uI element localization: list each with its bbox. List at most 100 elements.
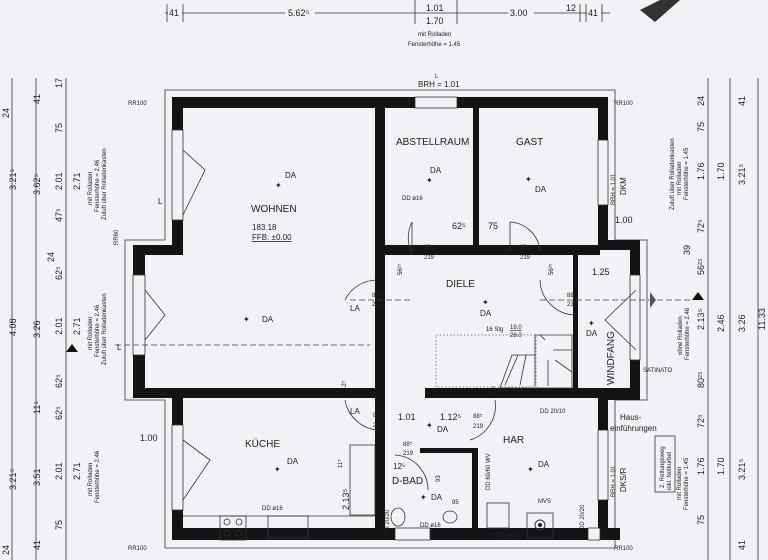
right-dim: 3.21⁵: [737, 163, 747, 185]
right-dimension-chains: 24 75 1.76 72⁵ 39 56²⁵ 2.13⁵ 80²⁵ 72⁵ 1.…: [654, 78, 767, 560]
floor-drain-label: DD ø16: [420, 523, 441, 529]
window-note: mit Rolladen: [677, 162, 683, 195]
interior-dim: 11⁵: [337, 459, 344, 468]
door-width: 88⁵: [424, 244, 434, 251]
outlet-icon: ✦: [243, 315, 250, 324]
duct-label: DD 20/20: [580, 504, 586, 530]
left-dim: 2.01: [54, 317, 64, 335]
duct-label: DD 20/10: [540, 409, 566, 415]
stair-rise: 19.0: [510, 325, 522, 331]
door-height: 219: [567, 302, 578, 308]
interior-dim: 12⁵: [393, 462, 405, 471]
top-dim: 5.62⁵: [288, 8, 310, 18]
left-dim: 75: [54, 520, 64, 530]
right-dim: 1.76: [696, 162, 706, 180]
outlet-icon: ✦: [525, 175, 532, 184]
outlet-icon: ✦: [482, 298, 489, 307]
da-label: DA: [538, 460, 550, 469]
rr-label: RR60: [114, 229, 120, 245]
left-dim: 3.21⁵: [8, 168, 18, 190]
door-height: 219: [373, 423, 384, 429]
outlet-icon: ✦: [275, 181, 282, 190]
interior-dim: 1.12⁵: [440, 412, 462, 422]
tank-icon: [486, 502, 510, 529]
window-type: DKM: [619, 177, 628, 195]
stove-icon: [219, 515, 247, 541]
right-dim: 24: [696, 96, 706, 106]
interior-dim: 95: [452, 500, 459, 506]
section-marker-icon: [66, 344, 78, 352]
left-dim: 3.26: [32, 320, 42, 338]
left-dim: 24: [46, 252, 56, 262]
window-note: Fensterhöhe = 2.46: [95, 450, 101, 503]
right-dim: 72⁵: [696, 414, 706, 428]
right-dim: 1.70: [716, 162, 726, 180]
windows: [132, 96, 641, 541]
window-dim: 2.71: [72, 462, 82, 480]
door-height: 219: [424, 255, 435, 261]
window-note: mit Rolladen: [677, 467, 683, 500]
interior-dim: 56²⁵: [397, 263, 404, 275]
left-dim: 11⁵: [32, 401, 42, 414]
right-dim: 80²⁵: [696, 371, 706, 388]
window-note: Fensterhöhe = 1.45: [408, 42, 461, 48]
outlet-icon: ✦: [426, 176, 433, 185]
left-dim: 3.51: [32, 468, 42, 486]
ceiling-outlets: DA✦ DA✦ DA✦ DA✦ DA✦ DA✦ DA✦ DA✦ DA✦ DA✦ …: [117, 166, 598, 502]
left-dim: 3.62⁵: [32, 173, 42, 195]
room-abstellraum: ABSTELLRAUM: [396, 137, 469, 148]
toilet-icon: [442, 510, 458, 524]
door-width: 88⁵: [403, 441, 413, 448]
door-height: 219: [403, 451, 414, 457]
brh-label: L: [435, 74, 439, 80]
room-diele: DIELE: [446, 279, 475, 290]
floor-drain-label: DD ø16: [262, 506, 283, 512]
utility-entry-label: einführungen: [610, 424, 657, 433]
door-width: 88⁵: [473, 413, 483, 420]
la-label: LA: [350, 304, 360, 313]
interior-dim: 2.13⁵: [341, 488, 351, 510]
room-dbad: D-BAD: [392, 476, 423, 487]
walls: [133, 97, 640, 540]
da-label: DA: [285, 171, 297, 180]
level-ffb: FFB: ±0.00: [252, 233, 292, 242]
interior-dim: 1.00: [615, 215, 633, 225]
interior-dim: 12⁵: [491, 385, 498, 395]
l-label: L: [158, 197, 163, 206]
window-note: mit Rolladen: [88, 463, 94, 496]
interior-dim: 1.01: [398, 412, 416, 422]
entrance-arrow-icon: [650, 292, 656, 308]
window-note: Fensterhöhe = 2.46: [685, 307, 691, 360]
da-label: DA: [535, 185, 547, 194]
duct-label: DD 40/10: [497, 533, 523, 539]
outlet-icon: ✦: [274, 465, 281, 474]
utility-entry-label: Haus-: [620, 413, 642, 422]
interior-dim: 56²⁵: [548, 263, 555, 275]
brh-label: BRH = 1.01: [418, 80, 460, 89]
washing-machine-icon: [526, 512, 554, 539]
outlet-icon: ✦: [426, 421, 433, 430]
left-dim: 24: [1, 108, 11, 118]
washbasin-icon: [390, 507, 406, 527]
right-dim: 56²⁵: [696, 258, 706, 275]
left-dim: 2.01: [54, 172, 64, 190]
left-dim: 17: [54, 78, 64, 88]
glass-label: SATINATO: [643, 368, 672, 374]
top-dim: 12: [566, 3, 576, 13]
doors: [115, 149, 690, 501]
room-kueche: KÜCHE: [245, 438, 280, 450]
escape-route-note: inkl. Notkurbel: [667, 452, 673, 490]
stair-run: 28.0: [510, 333, 522, 339]
window-note: Zuluft über Rolladenkasten: [670, 138, 676, 210]
da-label: DA: [431, 493, 443, 502]
left-dimension-chains: 24 3.21⁵ 4.08 3.21⁵ 24 41 3.62⁵ 24 3.26 …: [1, 78, 108, 560]
door-height: 219: [372, 302, 383, 308]
window-note: mit Rolladen: [88, 317, 94, 350]
top-dimension-chain: 41 5.62⁵ 1.01 1.70 3.00 12 41 mit Rollad…: [165, 0, 610, 89]
door-width: 88⁵: [520, 244, 530, 251]
section-marker-icon: [692, 292, 704, 300]
right-dim: 3.21⁵: [737, 458, 747, 480]
staircase: [435, 334, 573, 389]
window-note: Fensterhöhe = 1.45: [684, 457, 690, 510]
